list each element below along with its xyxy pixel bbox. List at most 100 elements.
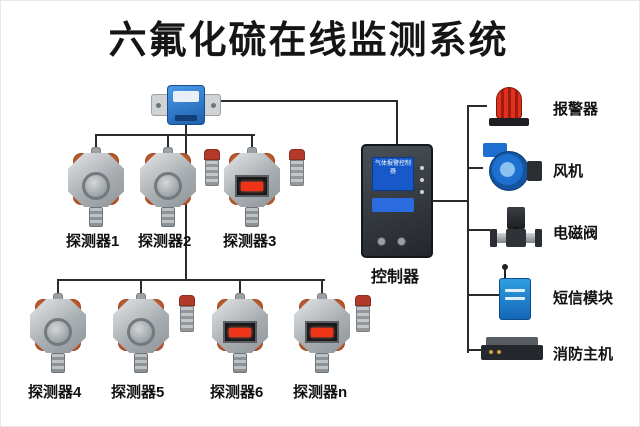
module-to-controller-line [221,100,398,102]
detector-1-label: 探测器1 [66,233,120,250]
detector-sensor-window [44,318,72,346]
detector-sensor-window [82,172,110,200]
screw-icon [156,103,161,108]
fire-host-top [486,337,538,346]
indicator-led-icon [489,350,493,354]
fire-host-icon [481,337,543,363]
detector-6-label: 探测器6 [210,384,264,401]
fan-icon [483,143,543,193]
sms-module-icon [499,264,535,321]
detector-n-label: 探测器n [293,384,348,401]
connector-line [57,279,59,294]
controller-button [397,237,406,246]
controller-unit: 气体报警控制器 [361,144,433,258]
antenna-icon [504,267,506,279]
detector-probe [315,353,329,373]
bus-line-row1 [95,134,255,136]
detector-probe [233,353,247,373]
indicator-led-icon [420,166,424,170]
detector-led-readout [311,327,333,337]
detector-2-label: 探测器2 [138,233,192,250]
stub-fan [467,167,483,169]
cylinder-body [205,160,219,186]
cylinder-cap [204,149,220,160]
detector-probe [161,207,175,227]
gas-detector-2 [140,147,196,231]
connector-line [251,134,253,149]
gas-detector-4 [30,293,86,377]
detector-probe [245,207,259,227]
stub-valve [467,229,490,231]
sensor-cylinder [204,149,220,187]
detector-display [305,321,339,343]
detector-display [223,321,257,343]
gas-detector-n [294,293,350,377]
detector-4-label: 探测器4 [28,384,82,401]
stub-alarm [467,105,487,107]
gas-detector-3 [224,147,280,231]
sensor-cylinder [179,295,195,333]
cylinder-cap [289,149,305,160]
fire-host-label: 消防主机 [553,346,614,363]
indicator-led-icon [420,190,424,194]
detector-3-label: 探测器3 [223,233,277,250]
connector-line [167,134,169,149]
detector-probe [89,207,103,227]
connector-line [185,125,187,135]
sms-module-body [499,278,531,320]
module-port [175,115,197,121]
cylinder-body [290,160,304,186]
detector-5-label: 探测器5 [111,384,165,401]
controller-button [377,237,386,246]
detector-sensor-window [154,172,182,200]
sensor-cylinder [355,295,371,333]
screw-icon [211,103,216,108]
gas-detector-6 [212,293,268,377]
connector-line [95,134,97,149]
signal-converter-module [151,85,221,125]
connector-line [140,279,142,294]
alarm-beacon-icon [487,85,531,127]
alarm-label: 报警器 [553,101,599,118]
gas-detector-5 [113,293,169,377]
controller-screen: 气体报警控制器 [372,157,414,191]
connector-line [321,279,323,294]
indicator-led-icon [420,178,424,182]
detector-probe [51,353,65,373]
sms-module-detail [505,297,525,300]
fire-host-body [481,345,543,360]
valve-body [506,229,526,247]
trunk-line [185,134,187,281]
cylinder-body [180,306,194,332]
controller-to-bus-line [433,200,468,202]
detector-led-readout [241,181,263,191]
detector-sensor-window [127,318,155,346]
sms-module-detail [505,289,525,292]
bus-line-row2 [57,279,325,281]
fan-label: 风机 [553,163,584,180]
controller-label: 控制器 [371,269,420,286]
fan-motor [527,161,542,181]
fan-volute [489,151,529,191]
controller-brand-strip [372,198,414,212]
module-label-plate [173,91,199,102]
cylinder-body [356,306,370,332]
valve-flange [535,229,542,247]
valve-coil [507,207,525,229]
cylinder-cap [179,295,195,306]
detector-probe [134,353,148,373]
connector-line [396,100,398,144]
detector-led-readout [229,327,251,337]
stub-sms [467,294,499,296]
sms-label: 短信模块 [553,290,614,307]
valve-label: 电磁阀 [553,225,599,242]
valve-flange [490,229,497,247]
connector-line [239,279,241,294]
page-title: 六氟化硫在线监测系统 [108,20,509,62]
gas-detector-1 [68,147,124,231]
alarm-base [489,118,529,126]
solenoid-valve-icon [490,207,542,253]
stub-firehost [467,349,481,351]
cylinder-cap [355,295,371,306]
